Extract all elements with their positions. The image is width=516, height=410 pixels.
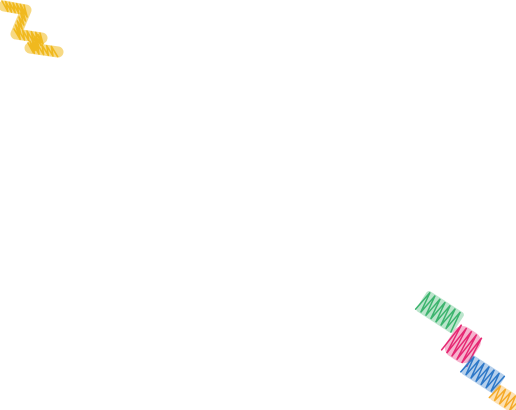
yellow-zigzag-scribble (0, 0, 64, 58)
green-scribble-bar (414, 291, 464, 333)
orange-scribble-bar (488, 384, 516, 410)
blue-scribble-bar (460, 355, 506, 394)
scribble-bar-cluster (414, 291, 516, 410)
pink-scribble-bar (440, 324, 483, 367)
